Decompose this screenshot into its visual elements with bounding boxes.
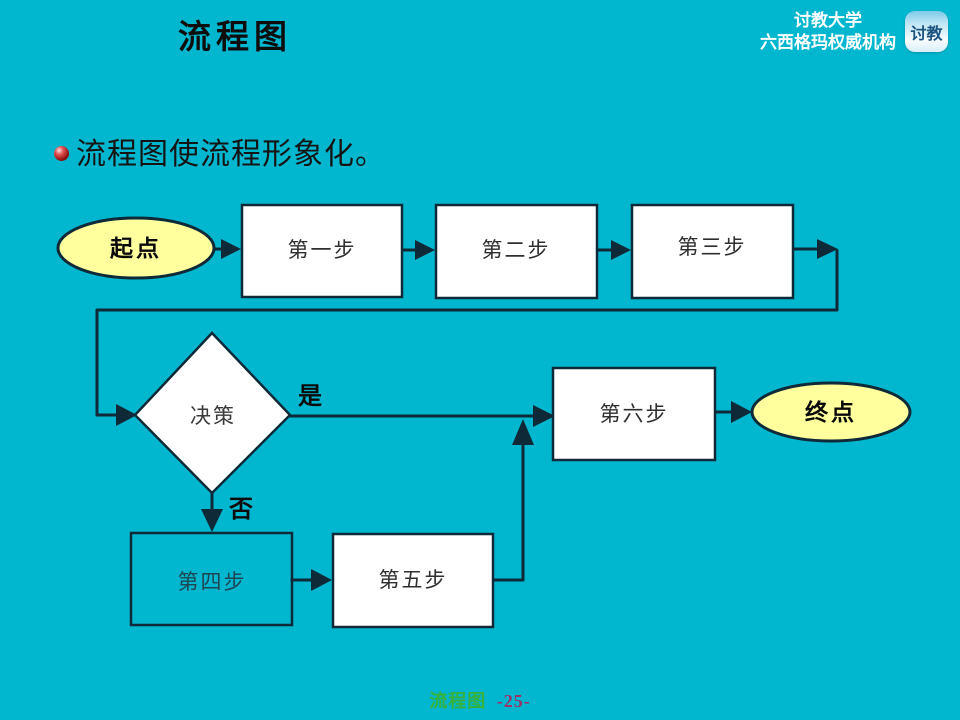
node-step1: 第一步 xyxy=(240,203,404,299)
edge-step2-step3 xyxy=(595,240,631,260)
edge-label-yes: 是 xyxy=(298,384,322,410)
footer-page-number: -25- xyxy=(496,691,531,711)
edge-step1-step2 xyxy=(400,240,435,260)
edge-decision-step4-no: 否 xyxy=(201,491,253,532)
arrow-right-icon xyxy=(731,401,752,423)
arrow-down-icon xyxy=(201,509,223,532)
node-decision: 决策 xyxy=(133,331,292,495)
org-header: 讨教大学 六西格玛权威机构 xyxy=(760,10,896,55)
org-tagline: 六西格玛权威机构 xyxy=(760,33,896,53)
edge-decision-step6-yes: 是 xyxy=(288,384,555,427)
node-step3-label: 第三步 xyxy=(678,235,747,259)
node-step3: 第三步 xyxy=(630,203,795,300)
arrow-right-icon xyxy=(611,240,631,260)
node-step6-label: 第六步 xyxy=(600,402,669,426)
arrow-right-icon xyxy=(817,239,838,259)
bullet-icon xyxy=(54,145,69,161)
arrow-right-icon xyxy=(221,239,241,259)
node-start-label: 起点 xyxy=(110,236,162,261)
node-step1-label: 第一步 xyxy=(288,238,357,262)
edge-label-no: 否 xyxy=(228,497,253,523)
node-start: 起点 xyxy=(56,216,216,280)
slide-footer: 流程图 -25- xyxy=(0,687,960,713)
footer-doc-label: 流程图 xyxy=(429,691,487,711)
edge-step4-step5 xyxy=(290,569,332,591)
org-logo-text: 讨教 xyxy=(910,25,943,43)
node-end-label: 终点 xyxy=(805,399,857,425)
arrow-up-icon xyxy=(512,419,534,445)
node-step2-label: 第二步 xyxy=(482,238,551,262)
bullet-text: 流程图使流程形象化。 xyxy=(76,138,386,171)
node-end: 终点 xyxy=(750,381,912,443)
arrow-right-icon xyxy=(116,404,137,426)
page-title: 流程图 xyxy=(178,20,292,56)
node-decision-label: 决策 xyxy=(190,404,236,428)
edge-step5-step6 xyxy=(491,419,534,582)
node-step4: 第四步 xyxy=(129,531,294,627)
arrow-right-icon xyxy=(533,405,555,427)
arrow-right-icon xyxy=(311,569,332,591)
edge-step6-end xyxy=(712,401,752,423)
node-step5: 第五步 xyxy=(331,532,495,629)
org-logo: 讨教 xyxy=(905,11,948,52)
bullet-line: 流程图使流程形象化。 xyxy=(54,129,386,173)
org-name: 讨教大学 xyxy=(794,11,862,30)
edge-step3-decision xyxy=(95,239,839,426)
node-step2: 第二步 xyxy=(434,203,599,300)
edge-start-step1 xyxy=(210,239,241,259)
node-step6: 第六步 xyxy=(551,366,717,462)
node-step5-label: 第五步 xyxy=(379,568,448,592)
arrow-right-icon xyxy=(415,240,435,260)
node-step4-label: 第四步 xyxy=(178,570,247,594)
